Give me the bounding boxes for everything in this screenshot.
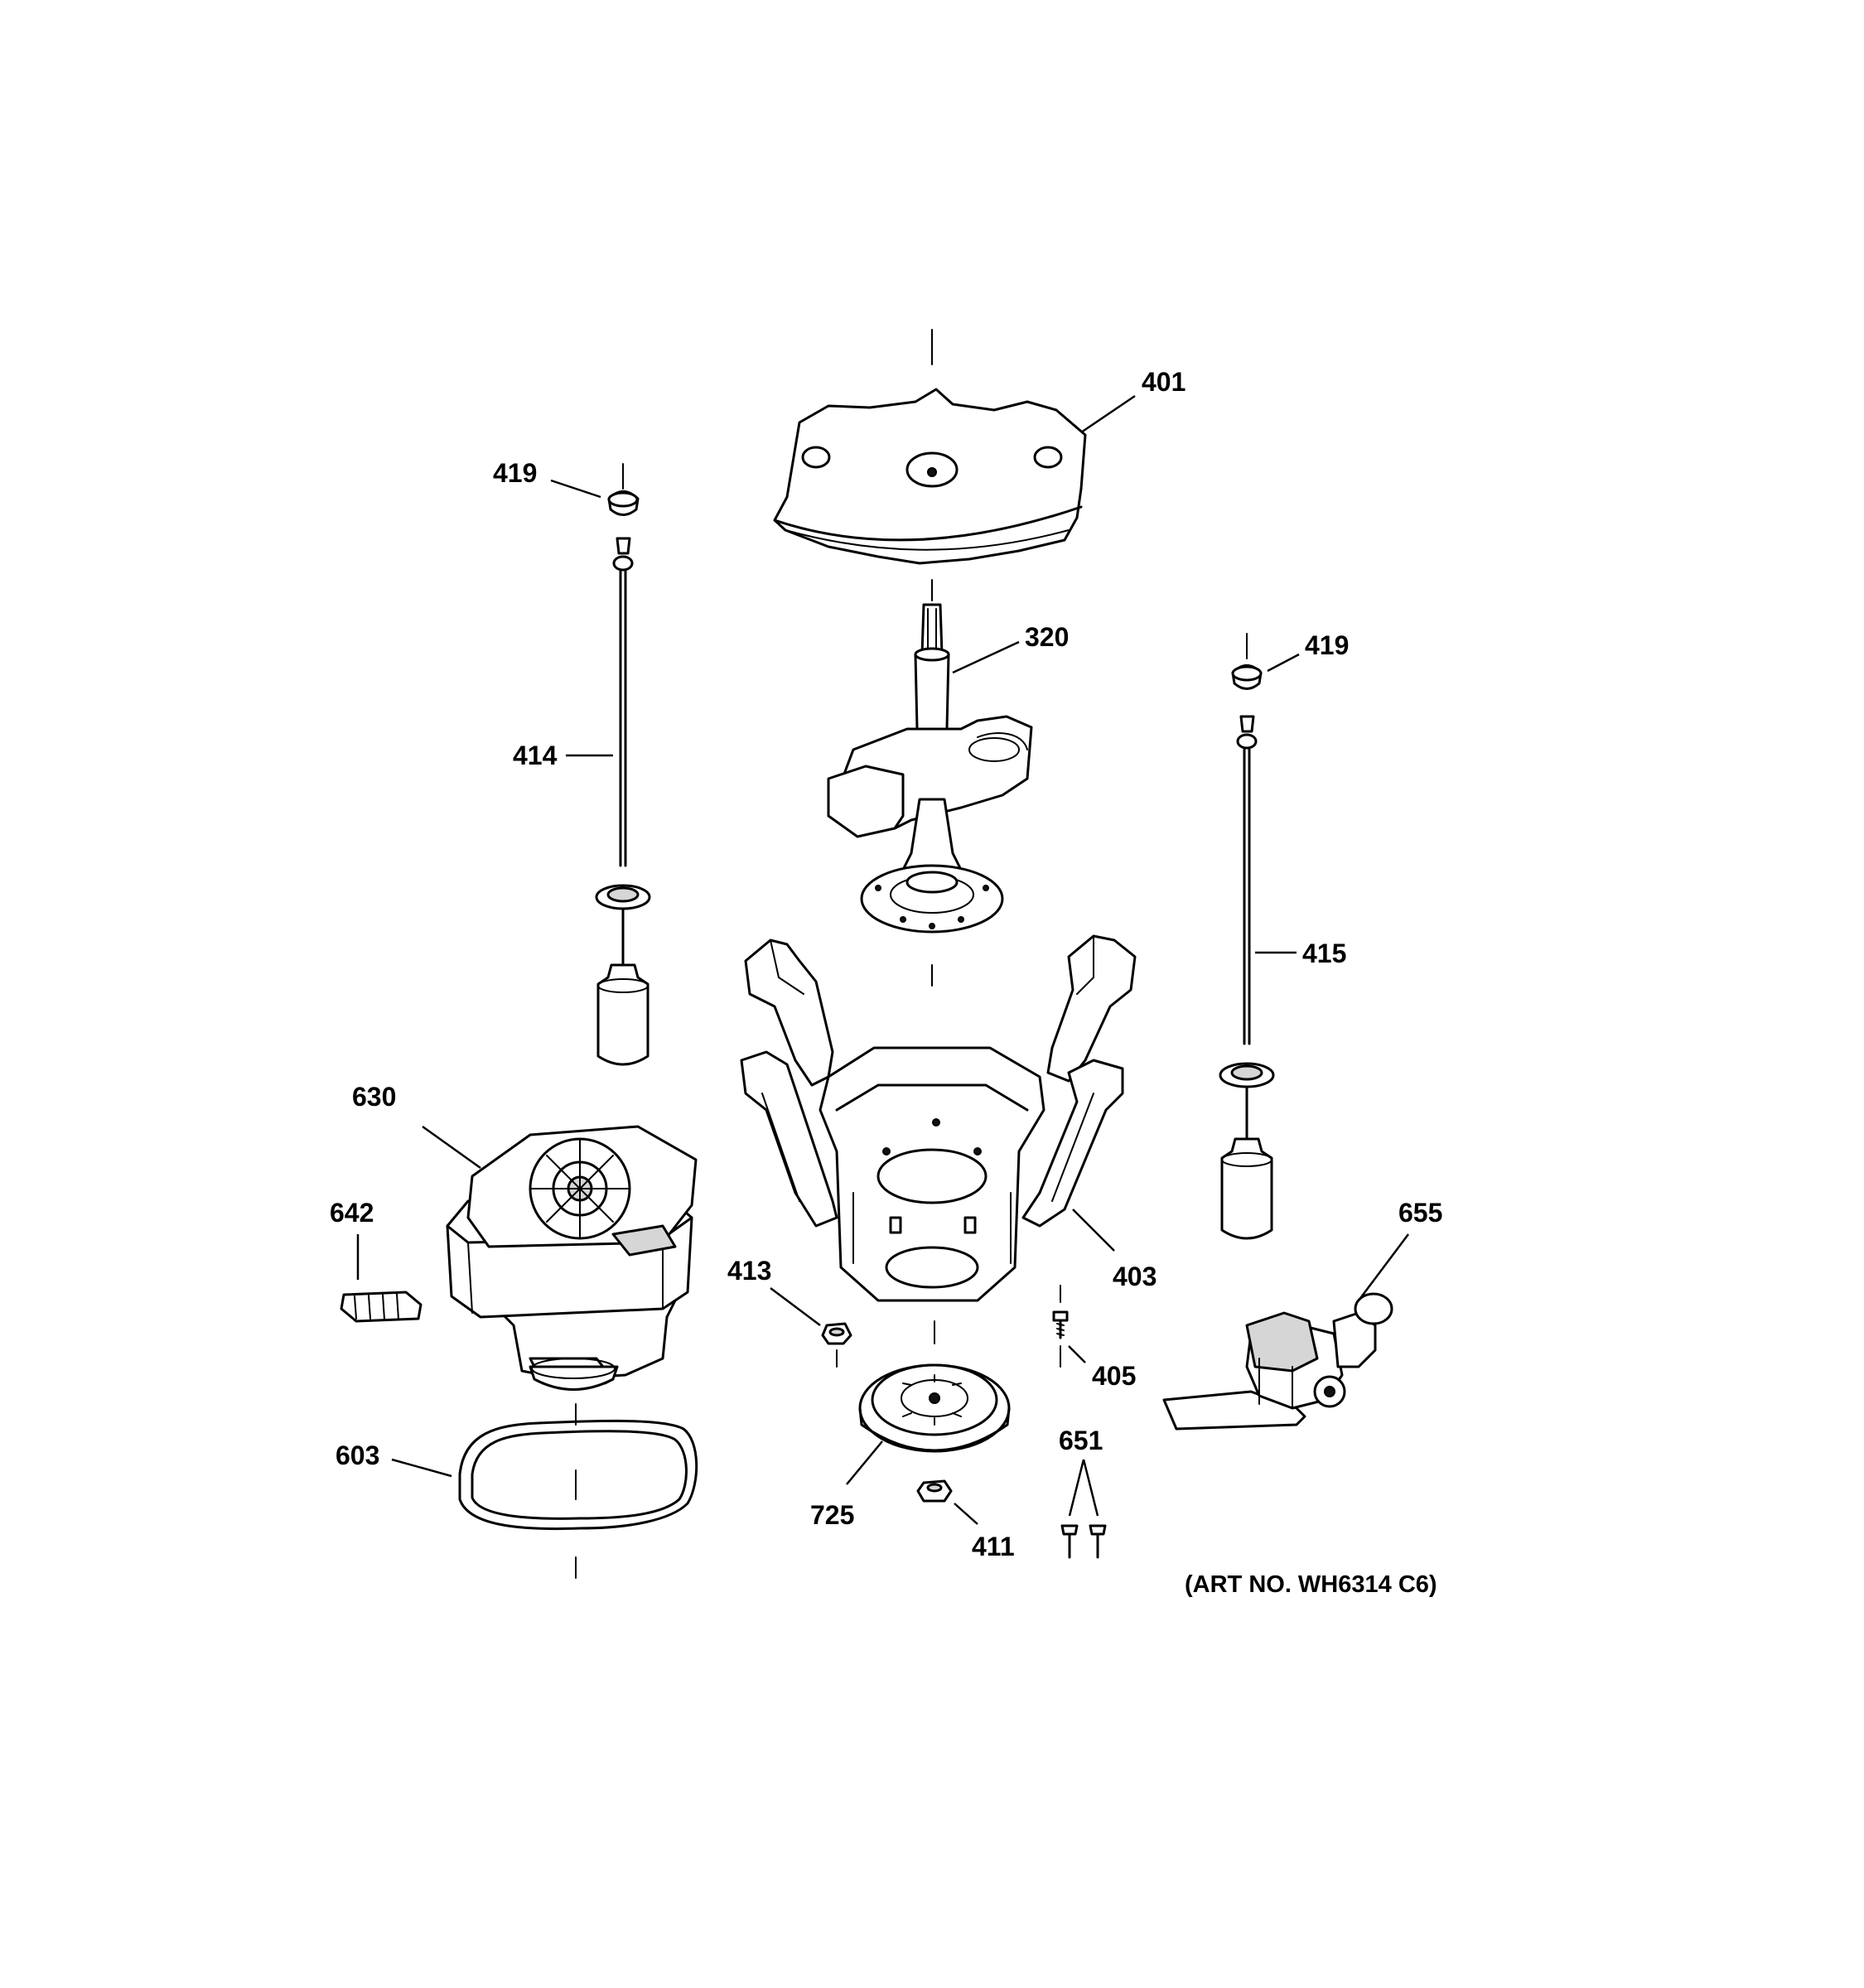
part-413-nut — [821, 1322, 852, 1368]
callout-403: 403 — [1113, 1262, 1157, 1291]
callout-725: 725 — [810, 1500, 854, 1530]
callout-655: 655 — [1398, 1198, 1442, 1228]
part-642-terminal-connector — [340, 1291, 423, 1323]
part-405-screw — [1052, 1285, 1069, 1368]
part-414-suspension-rod-left — [595, 537, 651, 1066]
callout-415: 415 — [1302, 939, 1346, 968]
callout-320: 320 — [1025, 622, 1069, 652]
callout-labels: 401 419 320 419 414 415 630 642 413 403 … — [330, 367, 1442, 1598]
part-415-suspension-rod-right — [1219, 715, 1275, 1240]
part-419-left-cap — [607, 463, 640, 516]
part-725-pulley — [858, 1320, 1011, 1453]
part-655-drain-pump — [1162, 1292, 1393, 1431]
part-401-splash-shield — [773, 329, 1087, 565]
part-651-screws — [1060, 1524, 1107, 1559]
callout-630: 630 — [352, 1082, 396, 1112]
callout-419-right: 419 — [1305, 630, 1349, 660]
callout-414: 414 — [513, 741, 558, 770]
part-403-mounting-bracket — [740, 934, 1137, 1302]
callout-651: 651 — [1059, 1426, 1103, 1455]
part-603-drive-belt — [458, 1403, 698, 1579]
part-411-nut — [916, 1479, 953, 1503]
callout-642: 642 — [330, 1198, 374, 1228]
callout-401: 401 — [1142, 367, 1186, 397]
leader-lines — [356, 394, 1409, 1525]
part-630-drive-motor — [446, 1125, 698, 1391]
callout-413: 413 — [727, 1256, 771, 1286]
callout-405: 405 — [1092, 1361, 1136, 1391]
callout-411: 411 — [972, 1532, 1015, 1561]
part-320-transmission — [827, 579, 1033, 987]
callout-419-left: 419 — [493, 458, 537, 488]
art-number: (ART NO. WH6314 C6) — [1185, 1571, 1437, 1598]
callout-603: 603 — [336, 1440, 379, 1470]
part-419-right-cap — [1231, 633, 1263, 690]
